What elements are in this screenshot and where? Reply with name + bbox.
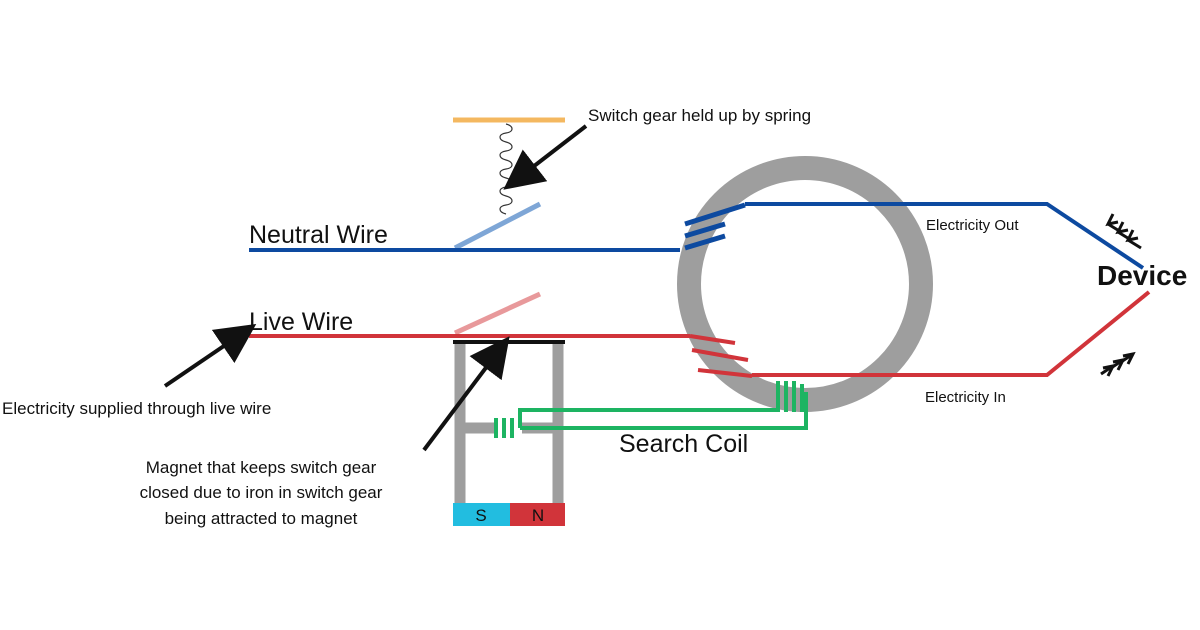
double-chevron-arrow-icon	[1100, 351, 1136, 377]
live-wire-in	[752, 290, 1151, 377]
live-wire-label: Live Wire	[249, 308, 353, 336]
magnet-south-pole	[453, 503, 510, 526]
spring-pointer-arrow	[503, 124, 588, 190]
magnet-frame	[454, 344, 564, 505]
search-coil-label: Search Coil	[619, 430, 748, 458]
double-chevron-arrow-icon	[1105, 213, 1142, 250]
live-supply-pointer-arrow	[163, 324, 257, 388]
magnet-pointer-arrow	[422, 336, 510, 452]
magnet-north-pole	[510, 503, 565, 526]
neutral-coil-windings	[684, 202, 746, 251]
search-coil	[494, 381, 808, 438]
magnet-note-line-3: being attracted to magnet	[165, 509, 358, 528]
magnet-n-label: N	[532, 506, 544, 525]
neutral-switch-contact	[453, 201, 542, 251]
magnet-s-label: S	[475, 506, 486, 525]
spring-note: Switch gear held up by spring	[588, 106, 811, 125]
neutral-wire-out	[745, 202, 1145, 270]
live-coil-windings	[689, 334, 753, 378]
electricity-in-label: Electricity In	[925, 389, 1006, 406]
coil-spring-icon	[499, 123, 513, 215]
live-switch-contact	[453, 291, 542, 336]
electricity-out-label: Electricity Out	[926, 217, 1019, 234]
neutral-wire-label: Neutral Wire	[249, 221, 388, 249]
magnet-note-line-2: closed due to iron in switch gear	[140, 483, 383, 502]
device-label: Device	[1097, 260, 1187, 291]
magnet-note-line-1: Magnet that keeps switch gear	[146, 458, 377, 477]
live-supply-note: Electricity supplied through live wire	[2, 399, 271, 418]
